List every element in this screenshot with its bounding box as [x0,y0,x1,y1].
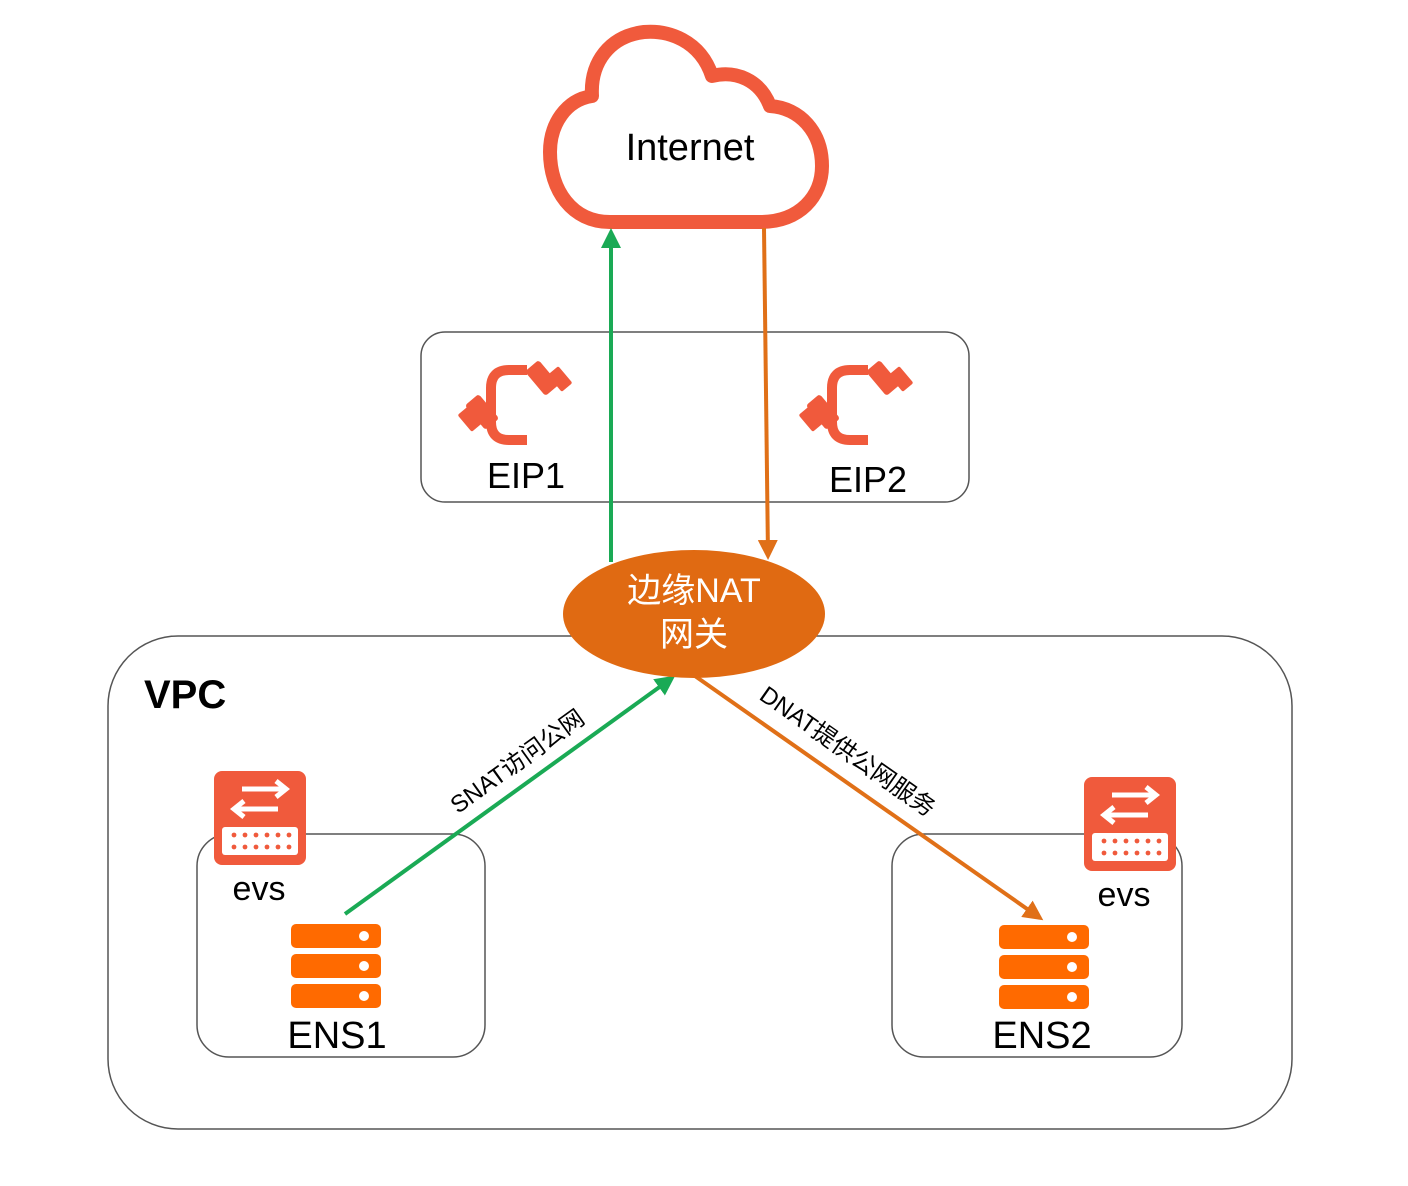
ens1-label: ENS1 [287,1015,386,1057]
eip-group: EIP1 EIP2 [420,331,970,503]
eip-cable-icon [458,361,572,445]
eip1-label: EIP1 [487,455,565,496]
right-switch-label: evs [1098,876,1151,914]
ens2-label: ENS2 [992,1015,1091,1057]
dnat-arrow [693,674,1044,921]
eip2-label: EIP2 [829,459,907,500]
cloud-icon [543,24,829,229]
snat-arrow [343,675,676,916]
vpc-label: VPC [144,673,226,717]
nat-gateway-label-line1: 边缘NAT [627,572,760,610]
nat-gateway-label-line2: 网关 [660,616,728,654]
server-icon [999,925,1089,1009]
dnat-downlink-arrow [757,227,778,560]
nat-gateway: 边缘NAT 网关 [563,550,825,678]
left-node: evs ENS1 [196,771,486,1058]
right-node: evs ENS2 [891,777,1183,1058]
internet-cloud: Internet [543,24,829,229]
switch-icon [214,771,306,865]
eip-cable-icon [799,361,913,445]
server-icon [291,924,381,1008]
left-switch-label: evs [233,870,286,908]
internet-label: Internet [626,127,755,169]
switch-icon [1084,777,1176,871]
